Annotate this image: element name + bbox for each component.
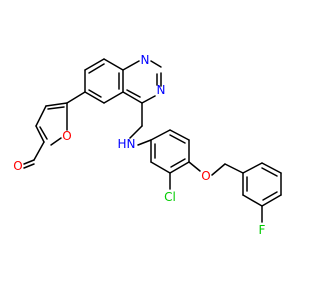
chlorine-label: Cl	[164, 190, 176, 204]
aldehyde-oxygen-label: O	[13, 159, 22, 173]
molecule-diagram: N N N H O O Cl O F	[13, 53, 282, 237]
quinazoline-n3-label: N	[157, 83, 166, 97]
quinazoline-benzo-ring	[84, 58, 124, 104]
chlorophenyl-ring	[150, 129, 190, 174]
amine-linker	[129, 125, 152, 146]
fluorophenyl-ring	[242, 162, 282, 207]
benzyloxy-linker	[188, 161, 244, 176]
ether-oxygen-label: O	[201, 169, 210, 183]
biaryl-bond	[66, 91, 86, 104]
molecule-structure: N N N H O O Cl O F	[13, 53, 282, 237]
furan-ring	[35, 102, 68, 146]
aldehyde-group	[23, 141, 45, 169]
amine-n-label: N	[127, 137, 136, 151]
amine-h-label: H	[117, 137, 126, 151]
fluorine-label: F	[259, 223, 266, 237]
furan-oxygen-label: O	[62, 129, 71, 143]
quinazoline-pyrimidine-ring	[122, 60, 162, 127]
quinazoline-n1-label: N	[141, 53, 150, 67]
